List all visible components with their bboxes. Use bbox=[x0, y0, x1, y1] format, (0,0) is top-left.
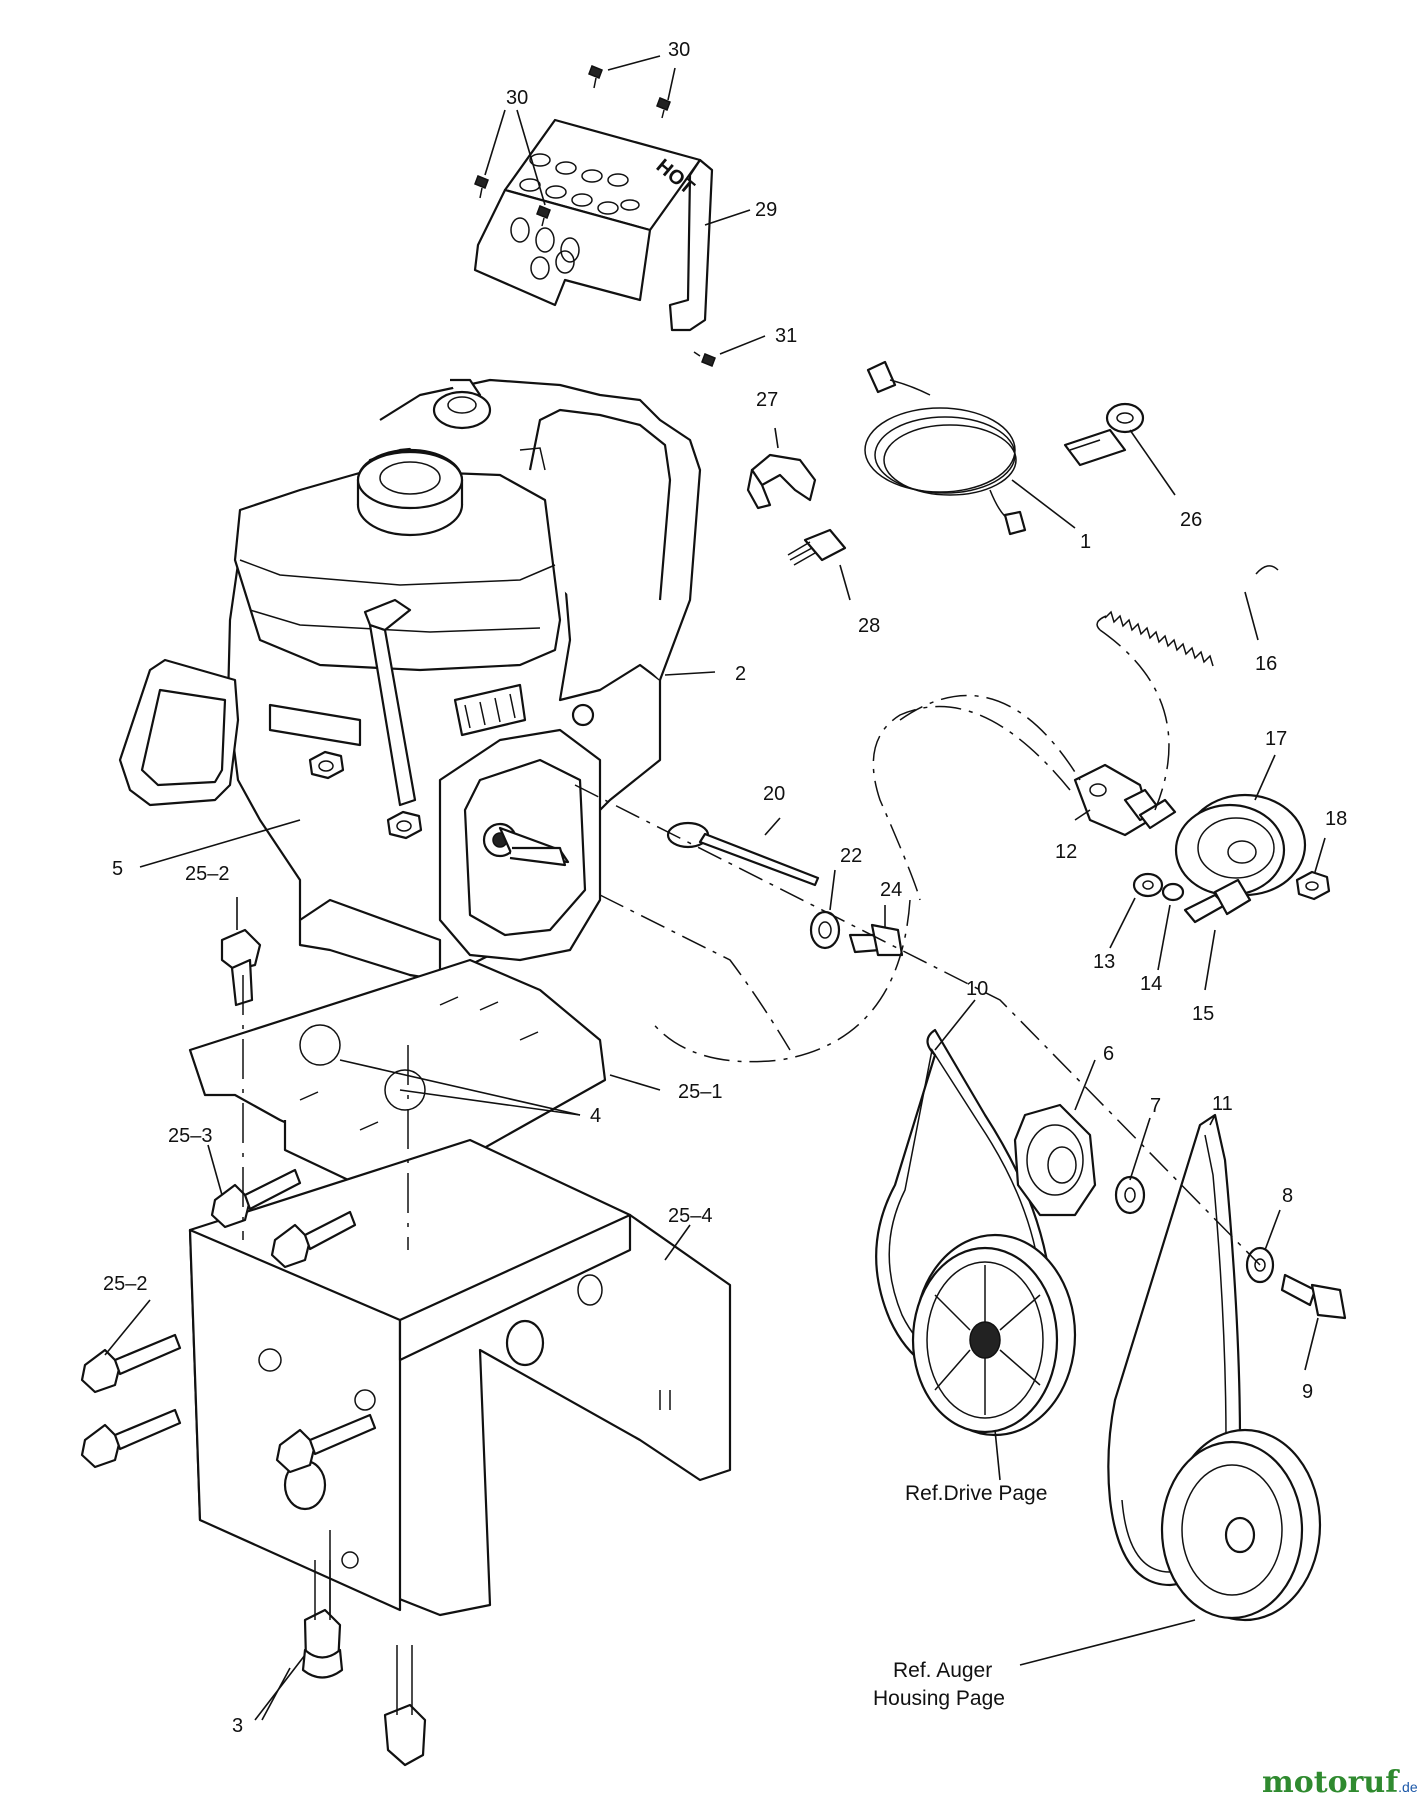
assembly-centerlines bbox=[574, 629, 1261, 1266]
label-9: 9 bbox=[1302, 1381, 1313, 1403]
shoulder-bolt bbox=[848, 923, 904, 957]
idler-spring bbox=[1096, 565, 1279, 667]
label-8: 8 bbox=[1282, 1185, 1293, 1207]
label-27: 27 bbox=[756, 389, 778, 411]
label-11: 11 bbox=[1212, 1093, 1233, 1115]
idler-nut bbox=[1295, 870, 1331, 901]
label-13: 13 bbox=[1093, 951, 1115, 973]
label-6: 6 bbox=[1103, 1043, 1114, 1065]
label-30-top: 30 bbox=[668, 39, 690, 61]
drive-pulley bbox=[911, 1233, 1077, 1437]
frame-bolts bbox=[80, 928, 377, 1474]
label-18: 18 bbox=[1325, 808, 1347, 830]
engine bbox=[118, 378, 702, 982]
cable-clamp bbox=[746, 453, 817, 510]
crank-bolt-9 bbox=[1280, 1273, 1347, 1320]
label-28: 28 bbox=[858, 615, 880, 637]
label-22: 22 bbox=[840, 845, 862, 867]
shield-screws bbox=[474, 65, 716, 367]
label-25-2-top: 25–2 bbox=[185, 863, 230, 885]
ref-drive-page: Ref.Drive Page bbox=[905, 1482, 1047, 1505]
label-16: 16 bbox=[1255, 653, 1277, 675]
ref-auger-line2: Housing Page bbox=[873, 1687, 1005, 1710]
spacer-washer bbox=[1114, 1175, 1146, 1215]
label-29: 29 bbox=[755, 199, 777, 221]
idler-washer bbox=[1132, 872, 1185, 902]
watermark: motoruf.de bbox=[1262, 1765, 1418, 1800]
bolt-washer bbox=[809, 910, 841, 950]
ignition-key bbox=[1063, 402, 1145, 467]
label-1: 1 bbox=[1080, 531, 1091, 553]
label-25-3: 25–3 bbox=[168, 1125, 213, 1147]
label-10: 10 bbox=[966, 978, 988, 1000]
label-14: 14 bbox=[1140, 973, 1162, 995]
auger-pulley bbox=[1160, 1428, 1322, 1622]
ref-auger-line1: Ref. Auger bbox=[893, 1659, 992, 1682]
label-15: 15 bbox=[1192, 1003, 1214, 1025]
label-7: 7 bbox=[1150, 1095, 1161, 1117]
heat-shield: HOT bbox=[473, 118, 714, 332]
watermark-brand: motoruf.de bbox=[1262, 1765, 1418, 1800]
label-26: 26 bbox=[1180, 509, 1202, 531]
long-bolt bbox=[666, 821, 820, 887]
idler-bracket bbox=[1073, 763, 1177, 837]
label-31: 31 bbox=[775, 325, 797, 347]
label-5: 5 bbox=[112, 858, 123, 880]
label-4: 4 bbox=[590, 1105, 601, 1127]
label-25-2-bottom: 25–2 bbox=[103, 1273, 148, 1295]
label-25-1: 25–1 bbox=[678, 1081, 723, 1103]
label-12: 12 bbox=[1055, 841, 1077, 863]
chassis-frame bbox=[188, 1138, 732, 1617]
engine-pulley bbox=[1013, 1103, 1097, 1217]
part-labels: 30 30 29 31 27 28 1 26 16 2 17 18 12 13 … bbox=[103, 39, 1347, 1737]
label-24: 24 bbox=[880, 879, 902, 901]
leader-lines bbox=[104, 55, 1326, 1721]
label-2: 2 bbox=[735, 663, 746, 685]
electric-starter-cord bbox=[864, 360, 1027, 536]
idler-bolt bbox=[1183, 878, 1252, 924]
idler-pulley bbox=[1174, 793, 1307, 897]
carriage-bolts bbox=[301, 1560, 427, 1767]
label-30-left: 30 bbox=[506, 87, 528, 109]
label-20: 20 bbox=[763, 783, 785, 805]
reference-notes: Ref.Drive Page Ref. Auger Housing Page bbox=[873, 1482, 1047, 1710]
label-17: 17 bbox=[1265, 728, 1287, 750]
clamp-screw bbox=[787, 528, 847, 566]
label-25-4: 25–4 bbox=[668, 1205, 713, 1227]
label-3: 3 bbox=[232, 1715, 243, 1737]
